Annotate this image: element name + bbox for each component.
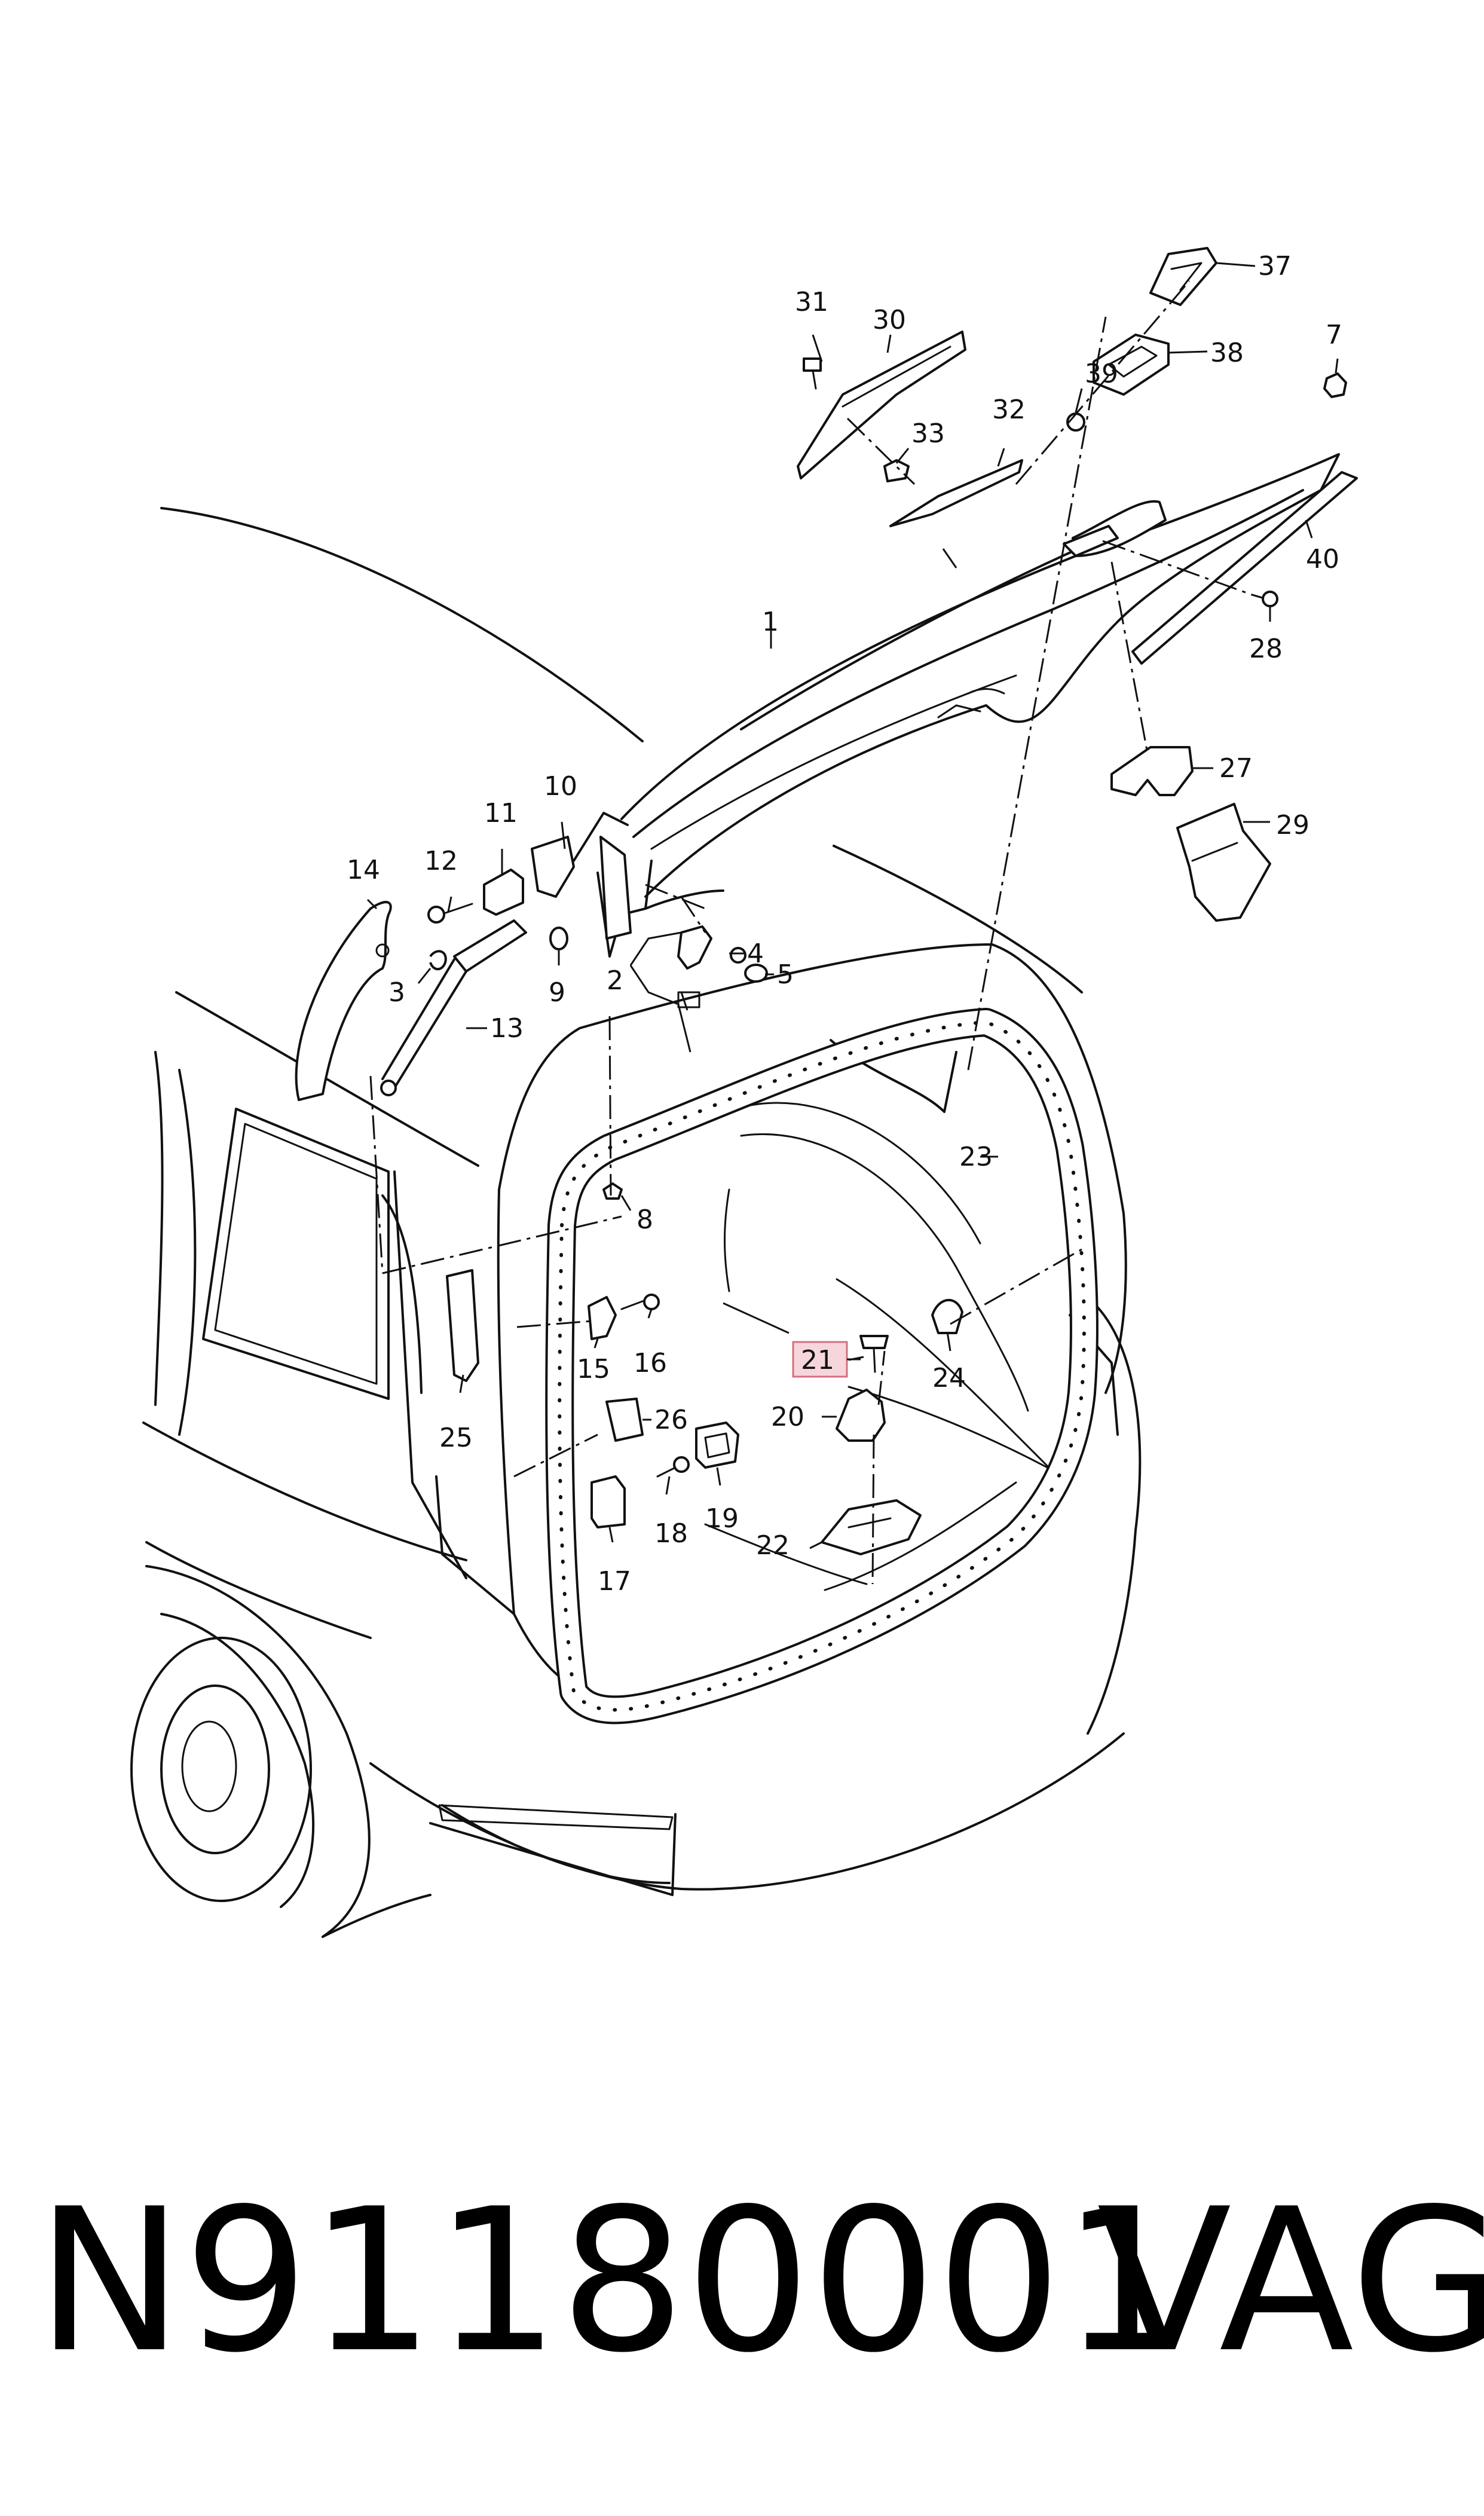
small-parts (295, 247, 1347, 1555)
callout-25[interactable]: 25 (439, 1423, 473, 1453)
callout-3[interactable]: 3 (388, 977, 405, 1008)
callout-39[interactable]: 39 (1085, 359, 1118, 389)
callout-labels: 37 38 39 7 40 28 27 29 31 30 33 32 1 10 … (347, 251, 1342, 1597)
callout-11[interactable]: 11 (484, 798, 518, 829)
callout-31[interactable]: 31 (795, 287, 828, 317)
vehicle-body (130, 507, 1142, 1938)
callout-10[interactable]: 10 (544, 771, 577, 802)
callout-33[interactable]: 33 (911, 418, 945, 449)
trim-strip (1131, 471, 1358, 665)
callout-37[interactable]: 37 (1258, 251, 1292, 282)
callout-27[interactable]: 27 (1219, 753, 1253, 784)
callout-28[interactable]: 28 (1249, 634, 1283, 664)
callout-15[interactable]: 15 (577, 1354, 610, 1384)
callout-19[interactable]: 19 (705, 1503, 739, 1534)
leader-lines (366, 262, 1339, 1585)
brand-label: VAG (1097, 2166, 1484, 2396)
callout-5[interactable]: 5 (777, 959, 794, 990)
callout-18[interactable]: 18 (654, 1518, 688, 1549)
tailgate-seal (545, 1008, 1099, 1725)
callout-14[interactable]: 14 (347, 855, 380, 885)
callout-40[interactable]: 40 (1306, 544, 1339, 574)
callout-32[interactable]: 32 (992, 395, 1026, 425)
callout-17[interactable]: 17 (598, 1566, 631, 1597)
callout-21-highlight (792, 1341, 848, 1378)
callout-8[interactable]: 8 (637, 1204, 653, 1235)
callout-12[interactable]: 12 (424, 846, 458, 876)
callout-4[interactable]: 4 (747, 938, 764, 969)
callout-23[interactable]: 23 (959, 1142, 993, 1172)
callout-21[interactable]: 21 (801, 1345, 834, 1375)
callout-29[interactable]: 29 (1276, 810, 1309, 840)
callout-22[interactable]: 22 (756, 1530, 790, 1561)
callout-26[interactable]: 26 (654, 1405, 688, 1435)
callout-1[interactable]: 1 (762, 607, 779, 637)
callout-7[interactable]: 7 (1326, 320, 1342, 350)
callout-2[interactable]: 2 (607, 965, 623, 996)
callout-16[interactable]: 16 (634, 1348, 667, 1378)
tailgate-lid (573, 453, 1340, 958)
callout-9[interactable]: 9 (549, 977, 565, 1008)
callout-24[interactable]: 24 (932, 1363, 966, 1393)
callout-20[interactable]: 20 (771, 1402, 804, 1432)
callout-13[interactable]: 13 (490, 1013, 524, 1044)
callout-30[interactable]: 30 (873, 305, 906, 335)
callout-38[interactable]: 38 (1210, 338, 1244, 368)
part-number-label: N91180001 (36, 2166, 1188, 2396)
